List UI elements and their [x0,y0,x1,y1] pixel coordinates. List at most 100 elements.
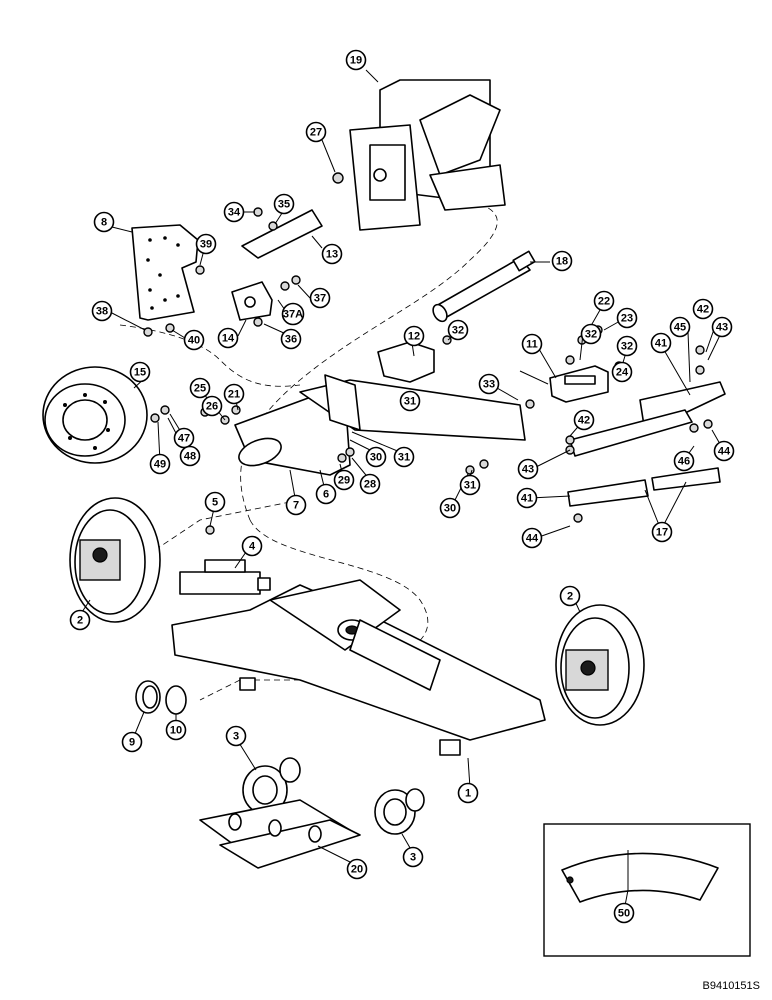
callout-number: 37 [314,293,326,305]
callout-43: 43 [517,458,539,480]
callout-circle [713,440,735,462]
callout-number: 31 [398,452,410,464]
cover-plate [131,224,199,321]
callout-number: 14 [222,333,235,345]
callout-1: 1 [457,782,479,804]
callout-44: 44 [521,527,543,549]
callout-42: 42 [573,409,595,431]
callout-number: 43 [522,464,534,476]
callout-number: 7 [293,500,299,512]
callout-circle [359,473,381,495]
callout-circle [225,725,247,747]
callout-34: 34 [223,201,245,223]
callout-27: 27 [305,121,327,143]
callout-circle [616,335,638,357]
callout-circle [223,201,245,223]
callout-31: 31 [399,390,421,412]
callout-32: 32 [616,335,638,357]
callout-number: 3 [233,731,239,743]
callout-11: 11 [521,333,543,355]
callout-circle [129,361,151,383]
callout-circle [273,193,295,215]
callout-number: 1 [465,788,471,800]
callout-22: 22 [593,290,615,312]
drive-shaft [432,250,536,323]
callout-24: 24 [611,361,633,383]
callout-circle [439,497,461,519]
callout-number: 18 [556,256,568,268]
callout-circle [201,395,223,417]
callout-40: 40 [183,329,205,351]
callout-number: 21 [228,389,240,401]
callout-circle [195,233,217,255]
callout-circle [447,319,469,341]
callout-circle [517,458,539,480]
callout-circle [93,211,115,233]
callout-2: 2 [69,609,91,631]
callout-number: 31 [464,480,476,492]
callout-number: 25 [194,383,206,395]
callout-circle [346,858,368,880]
track-adjuster [179,559,271,595]
callout-number: 29 [338,475,350,487]
callout-circle [573,409,595,431]
bracket [241,209,323,259]
callout-number: 23 [621,313,633,325]
callout-number: 17 [656,527,668,539]
callout-33: 33 [478,373,500,395]
callout-15: 15 [129,361,151,383]
callout-9: 9 [121,731,143,753]
callout-circle [403,325,425,347]
callout-30: 30 [365,446,387,468]
callout-number: 31 [404,396,416,408]
callout-number: 38 [96,306,108,318]
callout-43: 43 [711,316,733,338]
callout-44: 44 [713,440,735,462]
idler-wheel-left [69,497,161,623]
callout-number: 27 [310,127,322,139]
callout-circle [179,445,201,467]
callout-circle [321,243,343,265]
callout-48: 48 [179,445,201,467]
callout-circle [183,329,205,351]
callout-number: 41 [655,338,667,350]
callout-number: 20 [351,864,363,876]
callout-number: 47 [178,433,190,445]
callout-number: 39 [200,239,212,251]
callout-circle [241,535,263,557]
callout-number: 42 [697,304,709,316]
callout-circle [399,390,421,412]
callout-number: 4 [249,541,256,553]
drawing-code: B9410151S [702,980,761,992]
callout-26: 26 [201,395,223,417]
callout-number: 11 [526,339,538,351]
callout-circle [669,316,691,338]
callout-46: 46 [673,450,695,472]
callout-number: 45 [674,322,686,334]
callout-circle [91,300,113,322]
callout-circle [478,373,500,395]
callout-circle [121,731,143,753]
callout-19: 19 [345,49,367,71]
callout-circle [173,427,195,449]
track-roller-upper [242,757,301,815]
callout-number: 2 [77,615,83,627]
callout-31: 31 [459,474,481,496]
callout-circle [551,250,573,272]
callout-number: 42 [578,415,590,427]
callout-number: 36 [285,334,297,346]
callout-37: 37 [309,287,331,309]
track-segment [199,799,361,869]
callout-circle [673,450,695,472]
idler-wheel-right [555,604,645,726]
callout-35: 35 [273,193,295,215]
callout-number: 43 [716,322,728,334]
callout-20: 20 [346,858,368,880]
callout-14: 14 [217,327,239,349]
callout-circle [189,377,211,399]
callout-50: 50 [613,902,635,924]
callout-circle [280,328,302,350]
callout-23: 23 [616,307,638,329]
